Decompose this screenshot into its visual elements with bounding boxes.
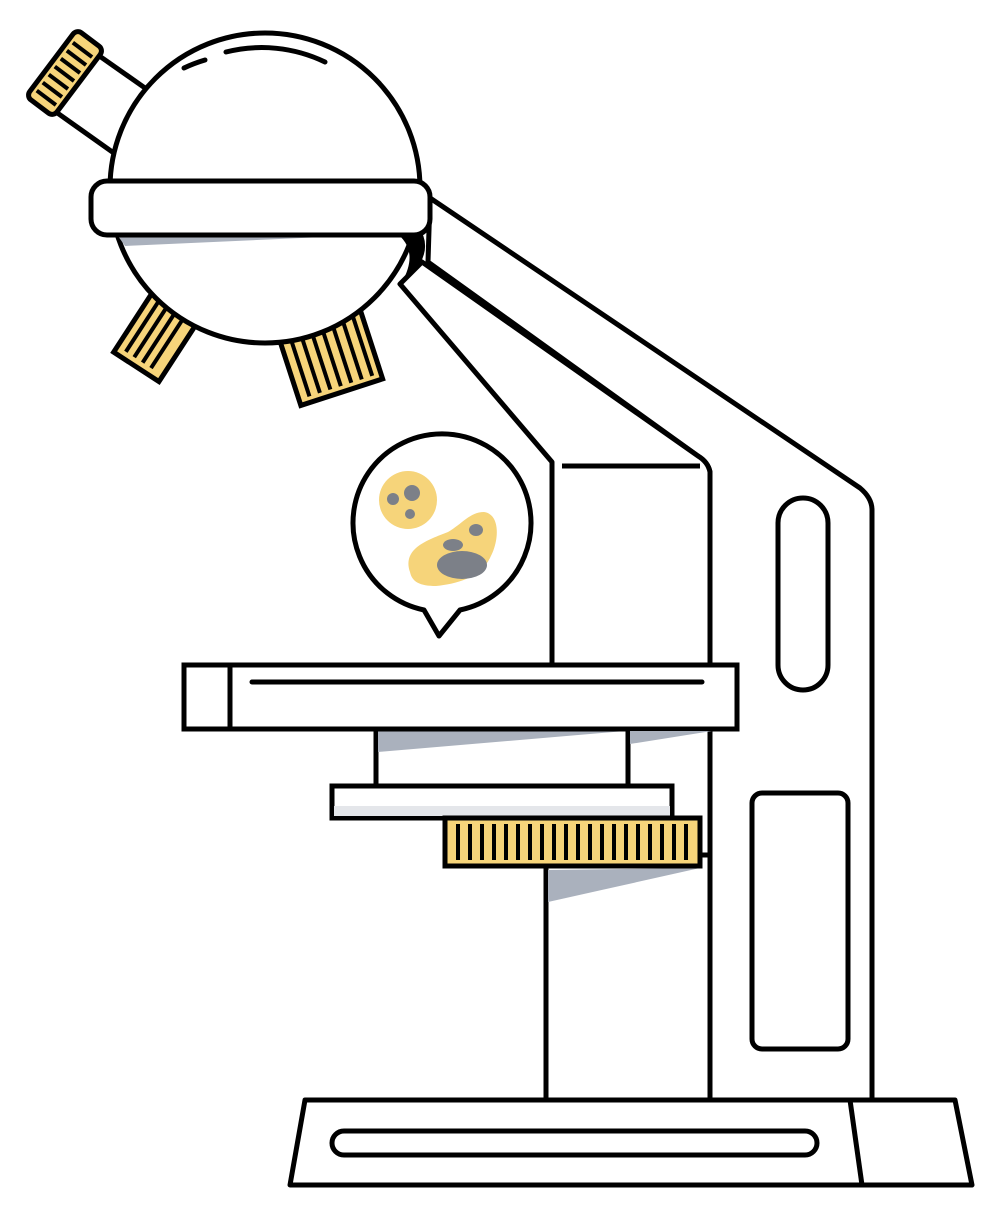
- head-band-icon: [88, 178, 433, 238]
- round-cell-icon: [379, 471, 437, 529]
- base-icon: [287, 1097, 975, 1188]
- arm-panel-icon: [749, 790, 851, 1052]
- microscope-head-icon: [88, 30, 433, 346]
- stage-icon: [181, 662, 740, 744]
- focus-knob-icon: [442, 815, 703, 869]
- eyepiece-knob-icon: [26, 29, 147, 159]
- substage-icon: [329, 725, 675, 821]
- base-slot-icon: [329, 1128, 820, 1158]
- arm-slot-icon: [775, 495, 831, 693]
- magnified-cells-bubble-icon: [350, 431, 534, 639]
